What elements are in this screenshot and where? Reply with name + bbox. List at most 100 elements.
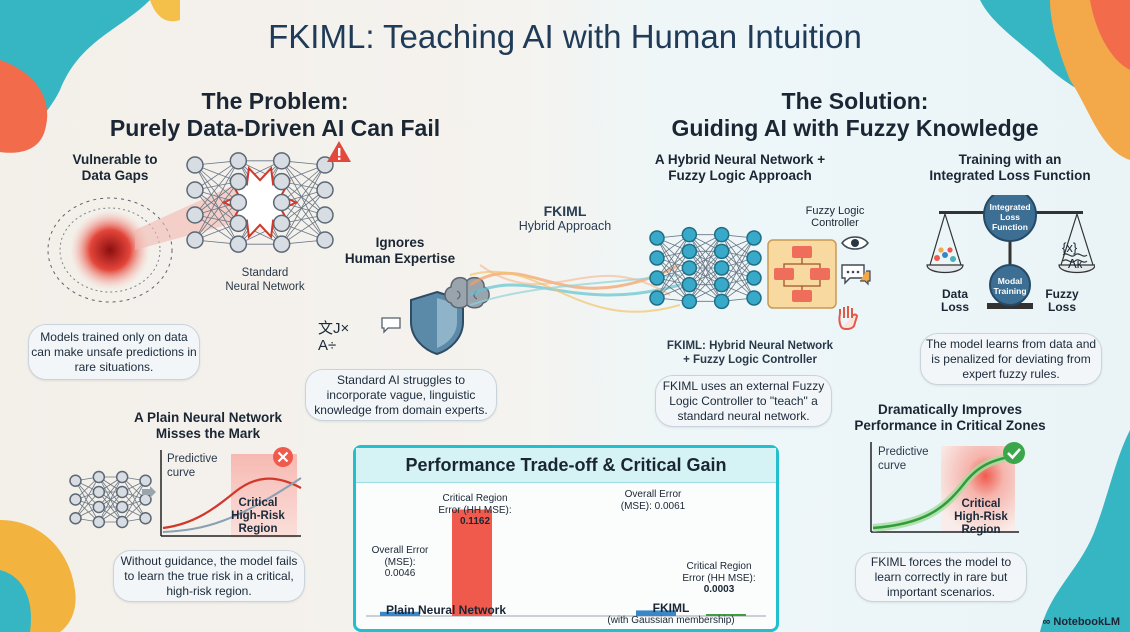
- nn-edge: [121, 476, 146, 519]
- nn-node: [115, 515, 129, 529]
- solution-heading: The Solution: Guiding AI with Fuzzy Know…: [660, 88, 1050, 142]
- solution-heading-line1: The Solution:: [781, 88, 929, 114]
- modal-line1: Modal: [997, 276, 1023, 286]
- chat-icon: [381, 317, 401, 334]
- nn-node: [229, 235, 248, 253]
- data-gap-illustration: [47, 197, 173, 303]
- miss-region-line2: High-Risk: [231, 510, 285, 522]
- nn-edge: [656, 234, 690, 299]
- nn-node: [713, 293, 730, 310]
- nn-node: [746, 290, 762, 306]
- miss-title-line2: Misses the Mark: [155, 426, 261, 441]
- modal-line2: Training: [993, 286, 1027, 296]
- nn-node: [316, 231, 334, 249]
- nn-edge: [281, 160, 326, 216]
- plain-overall-line1: Overall Error: [371, 545, 429, 556]
- center-hybrid: Hybrid Approach: [518, 219, 612, 233]
- nn-edge: [656, 237, 690, 302]
- nn-edge: [721, 237, 755, 285]
- nn-node: [92, 515, 106, 529]
- hybrid-caption: FKIML: Hybrid Neural Network + Fuzzy Log…: [650, 339, 850, 367]
- nn-node: [713, 276, 730, 293]
- hybrid-neural-network: [649, 226, 762, 310]
- training-title-line1: Training with an: [958, 152, 1062, 167]
- miss-region-line3: Region: [238, 523, 278, 535]
- nn-edge: [194, 181, 239, 241]
- nn-node: [681, 226, 698, 243]
- nn-edge: [656, 234, 690, 279]
- standard-neural-network: [186, 152, 334, 253]
- miss-predictive-label: Predictive curve: [167, 452, 227, 480]
- nn-edge: [281, 181, 326, 241]
- hybrid-caption-line1: FKIML: Hybrid Neural Network: [666, 340, 834, 352]
- hybrid-title-line1: A Hybrid Neural Network +: [654, 152, 826, 167]
- miss-region-label: Critical High-Risk Region: [228, 497, 288, 536]
- nn-node: [115, 500, 129, 514]
- nn-edge: [194, 181, 239, 216]
- data-loss-line1: Data: [941, 287, 968, 301]
- nn-node: [746, 250, 762, 266]
- problem-heading-line1: The Problem:: [201, 88, 349, 114]
- problem-heading-line2: Purely Data-Driven AI Can Fail: [109, 115, 441, 141]
- performance-title: Performance Trade-off & Critical Gain: [356, 448, 776, 483]
- plain-overall-line2: (MSE): 0.0046: [384, 556, 416, 580]
- bar-fkiml-critical: [706, 614, 746, 616]
- problem-heading: The Problem: Purely Data-Driven AI Can F…: [100, 88, 450, 142]
- gaps-title-line1: Vulnerable to: [72, 152, 158, 167]
- nn-node: [316, 181, 334, 199]
- nn-edge: [194, 160, 239, 216]
- nn-node: [69, 493, 82, 506]
- flc-line1: Fuzzy Logic: [805, 205, 865, 217]
- nn-node: [69, 474, 82, 487]
- warning-icon: [327, 141, 351, 162]
- improve-chart: [870, 442, 1019, 533]
- nn-node: [649, 290, 665, 306]
- bar-fkiml-overall: [636, 610, 676, 616]
- nn-node: [229, 214, 248, 233]
- standard-nn-line1: Standard: [241, 267, 289, 279]
- gaps-bubble: Models trained only on data can make uns…: [28, 324, 200, 380]
- nn-node: [186, 156, 204, 174]
- improve-region-line3: Region: [961, 524, 1001, 536]
- improve-region-line1: Critical: [961, 498, 1001, 510]
- nn-edge: [194, 189, 239, 224]
- nn-edge: [281, 160, 326, 241]
- improve-bubble: FKIML forces the model to learn correctl…: [855, 552, 1027, 602]
- decor-bottom-left: [0, 520, 76, 632]
- nn-edge: [721, 234, 755, 299]
- nn-node: [272, 172, 291, 191]
- nn-edge: [98, 476, 123, 508]
- modal-label: Modal Training: [988, 276, 1032, 296]
- nn-node: [316, 206, 334, 224]
- nn-node: [713, 260, 730, 276]
- fuzzy-loss-line2: Loss: [1047, 300, 1076, 314]
- expertise-title: Ignores Human Expertise: [330, 235, 470, 267]
- improve-predictive-line2: curve: [878, 460, 907, 472]
- miss-bubble: Without guidance, the model fails to lea…: [113, 550, 305, 602]
- plain-critical-line2: Error (HH MSE):: [438, 504, 512, 516]
- center-fkiml: FKIML: [543, 203, 587, 219]
- close-icon: [273, 447, 293, 467]
- nn-node: [139, 512, 152, 525]
- standard-nn-line2: Neural Network: [225, 281, 305, 293]
- nn-node: [92, 470, 106, 484]
- nn-edge: [281, 181, 326, 216]
- nn-edge: [688, 234, 723, 285]
- nn-node: [229, 152, 248, 170]
- miss-predictive-line2: curve: [167, 467, 196, 479]
- nn-node: [92, 500, 106, 514]
- plain-neural-network-icon: [69, 470, 152, 529]
- nn-edge: [121, 480, 146, 523]
- category-plain: Plain Neural Network: [385, 603, 507, 617]
- nn-edge: [194, 160, 239, 241]
- hybrid-stream-graphic: [470, 263, 680, 313]
- expertise-title-line2: Human Expertise: [344, 251, 456, 266]
- plain-critical-line3: 0.1162: [459, 516, 491, 527]
- nn-edge: [98, 476, 123, 523]
- plain-overall-label: Overall Error (MSE): 0.0046: [370, 545, 430, 580]
- nn-node: [186, 206, 204, 224]
- fkiml-critical-line3: 0.0003: [703, 584, 735, 595]
- nn-node: [229, 172, 248, 191]
- nn-edge: [281, 189, 326, 245]
- shield-icon: [410, 290, 464, 356]
